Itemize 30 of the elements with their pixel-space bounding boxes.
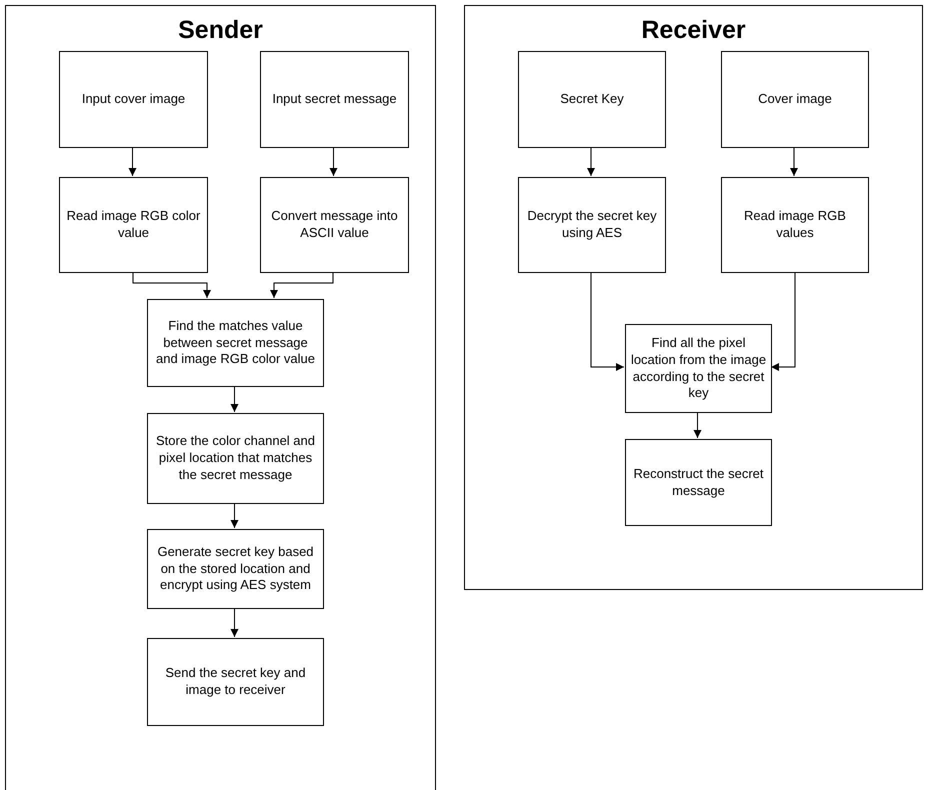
- process-box: Convert message into ASCII value: [260, 177, 409, 273]
- process-box: Store the color channel and pixel location that matches the secret message: [147, 413, 324, 504]
- arrow: [230, 608, 238, 638]
- arrow: [790, 146, 798, 176]
- process-box: Find all the pixel location from the image according to the secret key: [625, 324, 772, 413]
- panel: [464, 5, 923, 590]
- process-box: Generate secret key based on the stored location and encrypt using AES system: [147, 529, 324, 609]
- arrow: [230, 386, 238, 412]
- arrow: [128, 146, 136, 176]
- process-box: Read image RGB color value: [59, 177, 208, 273]
- panel-title: Receiver: [641, 16, 746, 45]
- arrow: [590, 272, 624, 371]
- process-box: Send the secret key and image to receiver: [147, 638, 324, 726]
- process-box: Cover image: [721, 51, 869, 148]
- process-box: Input secret message: [260, 51, 409, 148]
- process-box: Decrypt the secret key using AES: [518, 177, 666, 273]
- arrow: [270, 272, 334, 298]
- process-box: Find the matches value between secret message and image RGB color value: [147, 299, 324, 387]
- panel-title: Sender: [178, 16, 263, 45]
- process-box: Read image RGB values: [721, 177, 869, 273]
- process-box: Reconstruct the secret message: [625, 439, 772, 526]
- process-box: Input cover image: [59, 51, 208, 148]
- arrow: [132, 272, 211, 298]
- arrow: [694, 412, 702, 438]
- arrow: [230, 502, 238, 528]
- arrow: [330, 146, 338, 176]
- panel: [5, 5, 436, 790]
- arrow: [587, 146, 595, 176]
- arrow: [770, 272, 796, 371]
- process-box: Secret Key: [518, 51, 666, 148]
